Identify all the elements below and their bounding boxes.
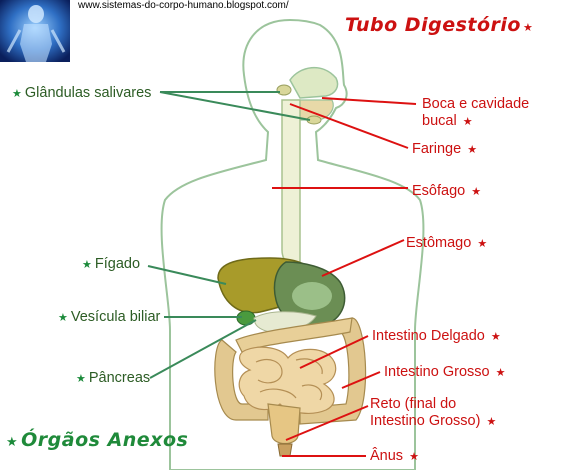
label-small-intestine: Intestino Delgado ★ <box>372 328 501 346</box>
star-icon: ★ <box>76 373 86 385</box>
label-mouth: Boca e cavidade bucal ★ <box>422 96 529 131</box>
star-icon: ★ <box>58 312 68 324</box>
label-gallbladder-text: Vesícula biliar <box>70 309 161 325</box>
label-rectum-line2: Intestino Grosso) ★ <box>370 413 496 431</box>
star-icon: ★ <box>6 435 19 450</box>
label-esophagus-text: Esôfago <box>412 183 466 199</box>
label-pharynx-text: Faringe <box>412 141 462 157</box>
site-logo <box>0 0 70 62</box>
star-icon: ★ <box>462 116 473 128</box>
label-esophagus: Esôfago ★ <box>412 183 481 201</box>
annex-organs-title-text: Órgãos Anexos <box>21 429 189 451</box>
small-intestine <box>238 346 337 414</box>
star-icon: ★ <box>467 144 478 156</box>
label-mouth-line1: Boca e cavidade <box>422 96 530 112</box>
esophagus <box>281 99 301 271</box>
star-icon: ★ <box>486 416 497 428</box>
tube-leader-lines <box>272 97 417 457</box>
star-icon: ★ <box>12 88 22 100</box>
salivary-gland-upper <box>276 84 292 96</box>
star-icon: ★ <box>522 21 534 34</box>
label-liver-text: Fígado <box>94 256 141 272</box>
label-pancreas: ★Pâncreas <box>76 370 150 388</box>
label-large-intestine-text: Intestino Grosso <box>384 364 490 380</box>
label-large-intestine: Intestino Grosso ★ <box>384 364 505 382</box>
label-stomach: Estômago ★ <box>406 235 487 253</box>
label-mouth-line2-text: bucal <box>422 113 457 129</box>
stomach-inner <box>292 282 332 310</box>
label-small-intestine-text: Intestino Delgado <box>372 328 485 344</box>
rectum <box>267 403 301 445</box>
annex-leader-lines <box>147 91 311 379</box>
nasal-cavity <box>289 67 339 99</box>
label-pancreas-text: Pâncreas <box>88 370 151 386</box>
site-url: www.sistemas-do-corpo-humano.blogspot.co… <box>78 0 289 11</box>
star-icon: ★ <box>495 367 506 379</box>
star-icon: ★ <box>82 259 92 271</box>
label-rectum-line1: Reto (final do <box>370 396 457 412</box>
tube-digestive-title: Tubo Digestório★ <box>345 14 533 36</box>
anus-opening <box>277 443 293 457</box>
label-liver: ★Fígado <box>82 256 140 274</box>
label-rectum: Reto (final do Intestino Grosso) ★ <box>370 396 496 431</box>
label-rectum-line2-text: Intestino Grosso) <box>370 413 481 429</box>
label-gallbladder: ★Vesícula biliar <box>58 309 160 327</box>
tube-digestive-title-text: Tubo Digestório <box>345 14 521 36</box>
annex-organs-title: ★Órgãos Anexos <box>6 429 188 451</box>
label-stomach-text: Estômago <box>406 235 472 251</box>
label-salivary-glands: ★Glândulas salivares <box>12 85 151 103</box>
star-icon: ★ <box>477 238 488 250</box>
star-icon: ★ <box>409 451 419 463</box>
label-anus-text: Ânus <box>370 448 404 464</box>
transverse-colon <box>235 317 353 353</box>
star-icon: ★ <box>471 186 482 198</box>
star-icon: ★ <box>490 331 501 343</box>
label-mouth-line2: bucal ★ <box>422 113 529 131</box>
label-pharynx: Faringe ★ <box>412 141 477 159</box>
label-anus: Ânus ★ <box>370 448 419 466</box>
label-salivary-glands-text: Glândulas salivares <box>24 85 152 101</box>
